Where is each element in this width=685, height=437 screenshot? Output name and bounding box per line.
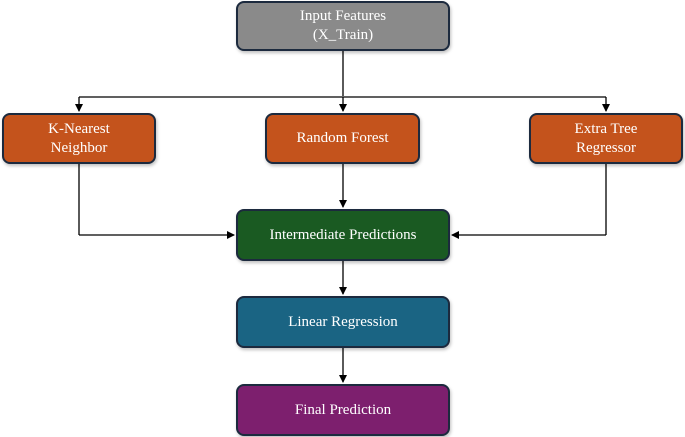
input-features-node: Input Features (X_Train) [236,1,450,51]
final-prediction-node: Final Prediction [236,384,450,436]
input-features-label: Input Features (X_Train) [299,8,387,43]
intermediate-predictions-label: Intermediate Predictions [269,226,417,243]
random-forest-label: Random Forest [296,130,389,146]
extra-tree-regressor-label: Extra Tree Regressor [574,120,638,156]
linear-regression-node: Linear Regression [236,296,450,348]
knn-node: K-Nearest Neighbor [2,113,156,164]
extra-tree-regressor-node: Extra Tree Regressor [529,113,683,164]
linear-regression-label: Linear Regression [288,313,398,330]
knn-label: K-Nearest Neighbor [48,120,110,156]
random-forest-node: Random Forest [265,113,420,164]
intermediate-predictions-node: Intermediate Predictions [236,209,450,261]
final-prediction-label: Final Prediction [294,401,392,418]
